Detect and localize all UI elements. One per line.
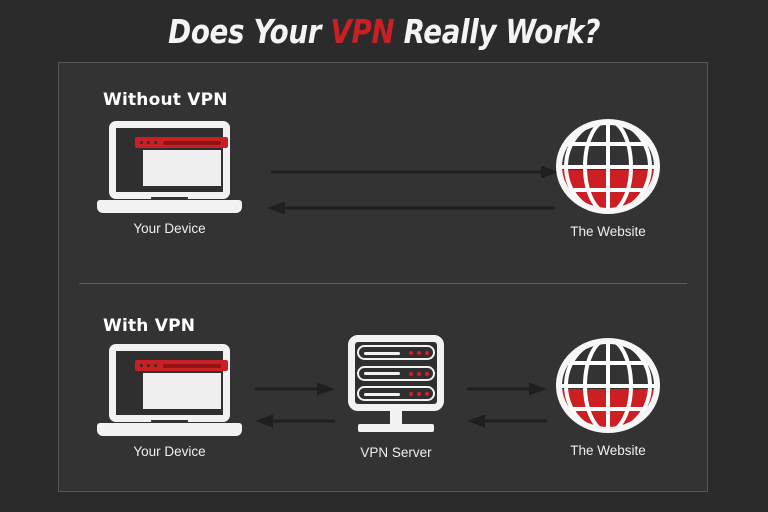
node-the-website-with-vpn: The Website: [552, 336, 664, 458]
section-without-vpn: Without VPN: [59, 63, 709, 283]
window-dot-icon: [140, 141, 143, 144]
server-rack-bar: [364, 392, 400, 396]
node-label: The Website: [570, 224, 646, 239]
node-label: The Website: [570, 443, 646, 458]
server-led-icon: [425, 392, 429, 396]
server-racks: [357, 345, 435, 401]
laptop-icon: [97, 344, 242, 436]
server-led-icon: [409, 351, 413, 355]
server-led-icon: [425, 351, 429, 355]
window-dot-icon: [147, 141, 150, 144]
browser-address-bar: [163, 140, 221, 145]
server-led-icon: [409, 392, 413, 396]
laptop-base: [97, 423, 242, 436]
diagram-panel: Without VPN: [58, 62, 708, 492]
server-led-icon: [417, 392, 421, 396]
arrow-server-to-website: [467, 382, 547, 396]
browser-address-bar: [163, 363, 221, 368]
browser-content: [142, 373, 221, 409]
section-divider: [79, 283, 687, 284]
node-label: VPN Server: [360, 445, 432, 460]
page-title-part1: Does Your: [168, 11, 331, 51]
node-your-device-with-vpn: Your Device: [97, 344, 242, 459]
server-led-icon: [409, 371, 413, 376]
laptop-lid: [109, 121, 230, 199]
node-your-device-without-vpn: Your Device: [97, 121, 242, 236]
server-led-icon: [417, 371, 421, 376]
browser-window: [135, 137, 228, 187]
server-base: [358, 424, 434, 432]
laptop-icon: [97, 121, 242, 213]
server-rack: [357, 365, 435, 381]
node-label: Your Device: [133, 444, 206, 459]
server-rack: [357, 386, 435, 401]
arrow-device-to-server: [255, 382, 335, 396]
page-title: Does Your VPN Really Work?: [168, 15, 600, 48]
server-icon: [342, 335, 450, 437]
arrow-website-to-server: [467, 414, 547, 428]
server-rack: [357, 345, 435, 360]
server-led-icon: [425, 371, 429, 376]
laptop-base: [97, 200, 242, 213]
browser-titlebar: [135, 360, 228, 371]
window-dot-icon: [154, 141, 157, 144]
server-led-icon: [417, 351, 421, 355]
arrow-server-to-device: [255, 414, 335, 428]
globe-icon: [556, 119, 660, 214]
server-stand: [390, 411, 402, 424]
page-title-accent: VPN: [330, 11, 395, 51]
globe-icon: [556, 338, 660, 433]
window-dot-icon: [154, 364, 157, 367]
browser-titlebar: [135, 137, 228, 148]
section-heading-without-vpn: Without VPN: [103, 90, 228, 110]
window-dot-icon: [147, 364, 150, 367]
browser-content: [142, 150, 221, 186]
server-rack-bar: [364, 351, 400, 355]
laptop-lid: [109, 344, 230, 422]
server-rack-bar: [364, 372, 400, 375]
arrow-device-to-website: [271, 165, 559, 179]
section-with-vpn: With VPN You: [59, 284, 709, 492]
browser-window: [135, 360, 228, 410]
section-heading-with-vpn: With VPN: [103, 316, 196, 336]
window-dot-icon: [140, 364, 143, 367]
arrow-website-to-device: [267, 201, 555, 215]
node-vpn-server: VPN Server: [342, 335, 450, 460]
node-the-website-without-vpn: The Website: [552, 117, 664, 239]
node-label: Your Device: [133, 221, 206, 236]
page-title-part2: Really Work?: [394, 11, 601, 51]
header: Does Your VPN Really Work?: [0, 0, 768, 62]
